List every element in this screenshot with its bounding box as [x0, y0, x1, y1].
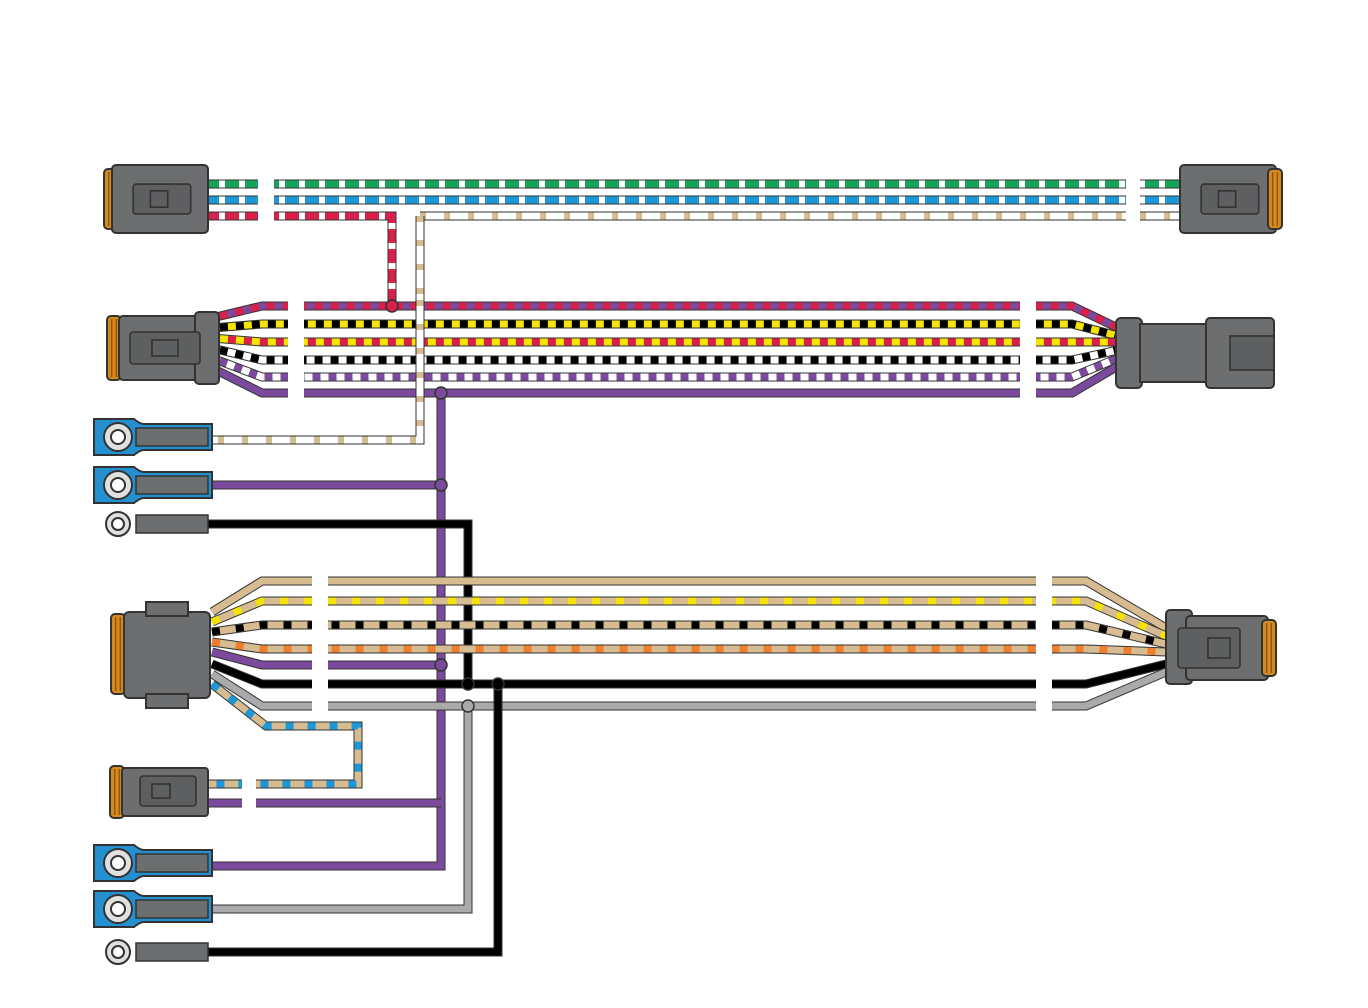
connector-h2-left	[107, 312, 219, 384]
connector-latch	[133, 184, 191, 214]
component-layer	[94, 165, 1282, 964]
terminal-hole	[112, 946, 124, 958]
connector-h1-left	[104, 165, 208, 233]
wire-h2-1	[212, 324, 1118, 336]
connector-latch	[140, 776, 196, 806]
wire-outline	[212, 601, 1166, 636]
wire-h3-1	[212, 601, 1166, 636]
seal-ring	[1262, 620, 1276, 676]
wire-insulation	[205, 684, 358, 784]
connector-body	[1140, 324, 1210, 382]
ring-terminal-1	[94, 419, 212, 455]
wire-stripe	[212, 601, 1166, 636]
wire-insulation	[205, 216, 392, 306]
terminal-barrel	[136, 428, 208, 446]
wire-h3-2	[212, 625, 1166, 644]
seal-ring	[1268, 169, 1282, 229]
wire-break	[1036, 572, 1052, 716]
wire-stripe	[205, 216, 392, 306]
seal-ring	[111, 614, 125, 694]
terminal-hole	[112, 518, 124, 530]
ring-terminal-3	[106, 512, 208, 536]
connector-h2-right	[1116, 318, 1274, 388]
connector-h1-right	[1180, 165, 1276, 233]
ring-terminal-2	[94, 467, 212, 503]
wire-outline	[212, 672, 1166, 706]
wire-break	[1020, 296, 1036, 400]
terminal-hole	[111, 902, 125, 916]
connector-latch	[1230, 336, 1274, 370]
wire-h3-3	[212, 642, 1166, 652]
wire-break	[242, 776, 256, 810]
splice-dot	[435, 387, 447, 399]
wire-break	[258, 176, 274, 224]
terminal-hole	[111, 478, 125, 492]
connector-latch-bottom	[146, 694, 188, 708]
connector-latch-top	[146, 602, 188, 616]
wire-outline	[205, 216, 392, 306]
connector-latch	[130, 332, 200, 364]
connector-body	[124, 612, 210, 698]
connector-boot	[1116, 318, 1142, 388]
ring-terminal-5	[94, 891, 212, 927]
wire-insulation	[212, 672, 1166, 706]
splice-dot	[386, 300, 398, 312]
wire-break	[288, 296, 304, 400]
terminal-barrel	[136, 854, 208, 872]
wire-break	[1126, 176, 1140, 224]
connector-latch	[1201, 184, 1259, 214]
wire-break	[312, 572, 328, 716]
ring-terminal-4	[94, 845, 212, 881]
terminal-barrel	[136, 900, 208, 918]
terminal-barrel	[136, 476, 208, 494]
wire-h3-6	[212, 672, 1166, 706]
wire-h2-2	[212, 338, 1118, 342]
splice-dot	[435, 659, 447, 671]
splice-dot	[462, 678, 474, 690]
wire-insulation	[212, 601, 1166, 636]
connector-h3-right	[1166, 610, 1276, 684]
terminal-hole	[111, 856, 125, 870]
splice-dot	[435, 479, 447, 491]
ring-terminal-6	[106, 940, 208, 964]
splice-dot	[462, 700, 474, 712]
wire-h2-3	[212, 348, 1118, 360]
wire-layer	[200, 176, 1180, 952]
connector-small	[110, 766, 208, 818]
wire-white-red	[205, 216, 392, 306]
terminal-barrel	[136, 515, 208, 533]
terminal-hole	[111, 430, 125, 444]
connector-h3-left	[111, 602, 210, 708]
wire-insulation	[212, 642, 1166, 652]
splice-dot	[492, 678, 504, 690]
wire-insulation	[212, 625, 1166, 644]
wire-tan-blue	[205, 684, 358, 784]
terminal-barrel	[136, 943, 208, 961]
